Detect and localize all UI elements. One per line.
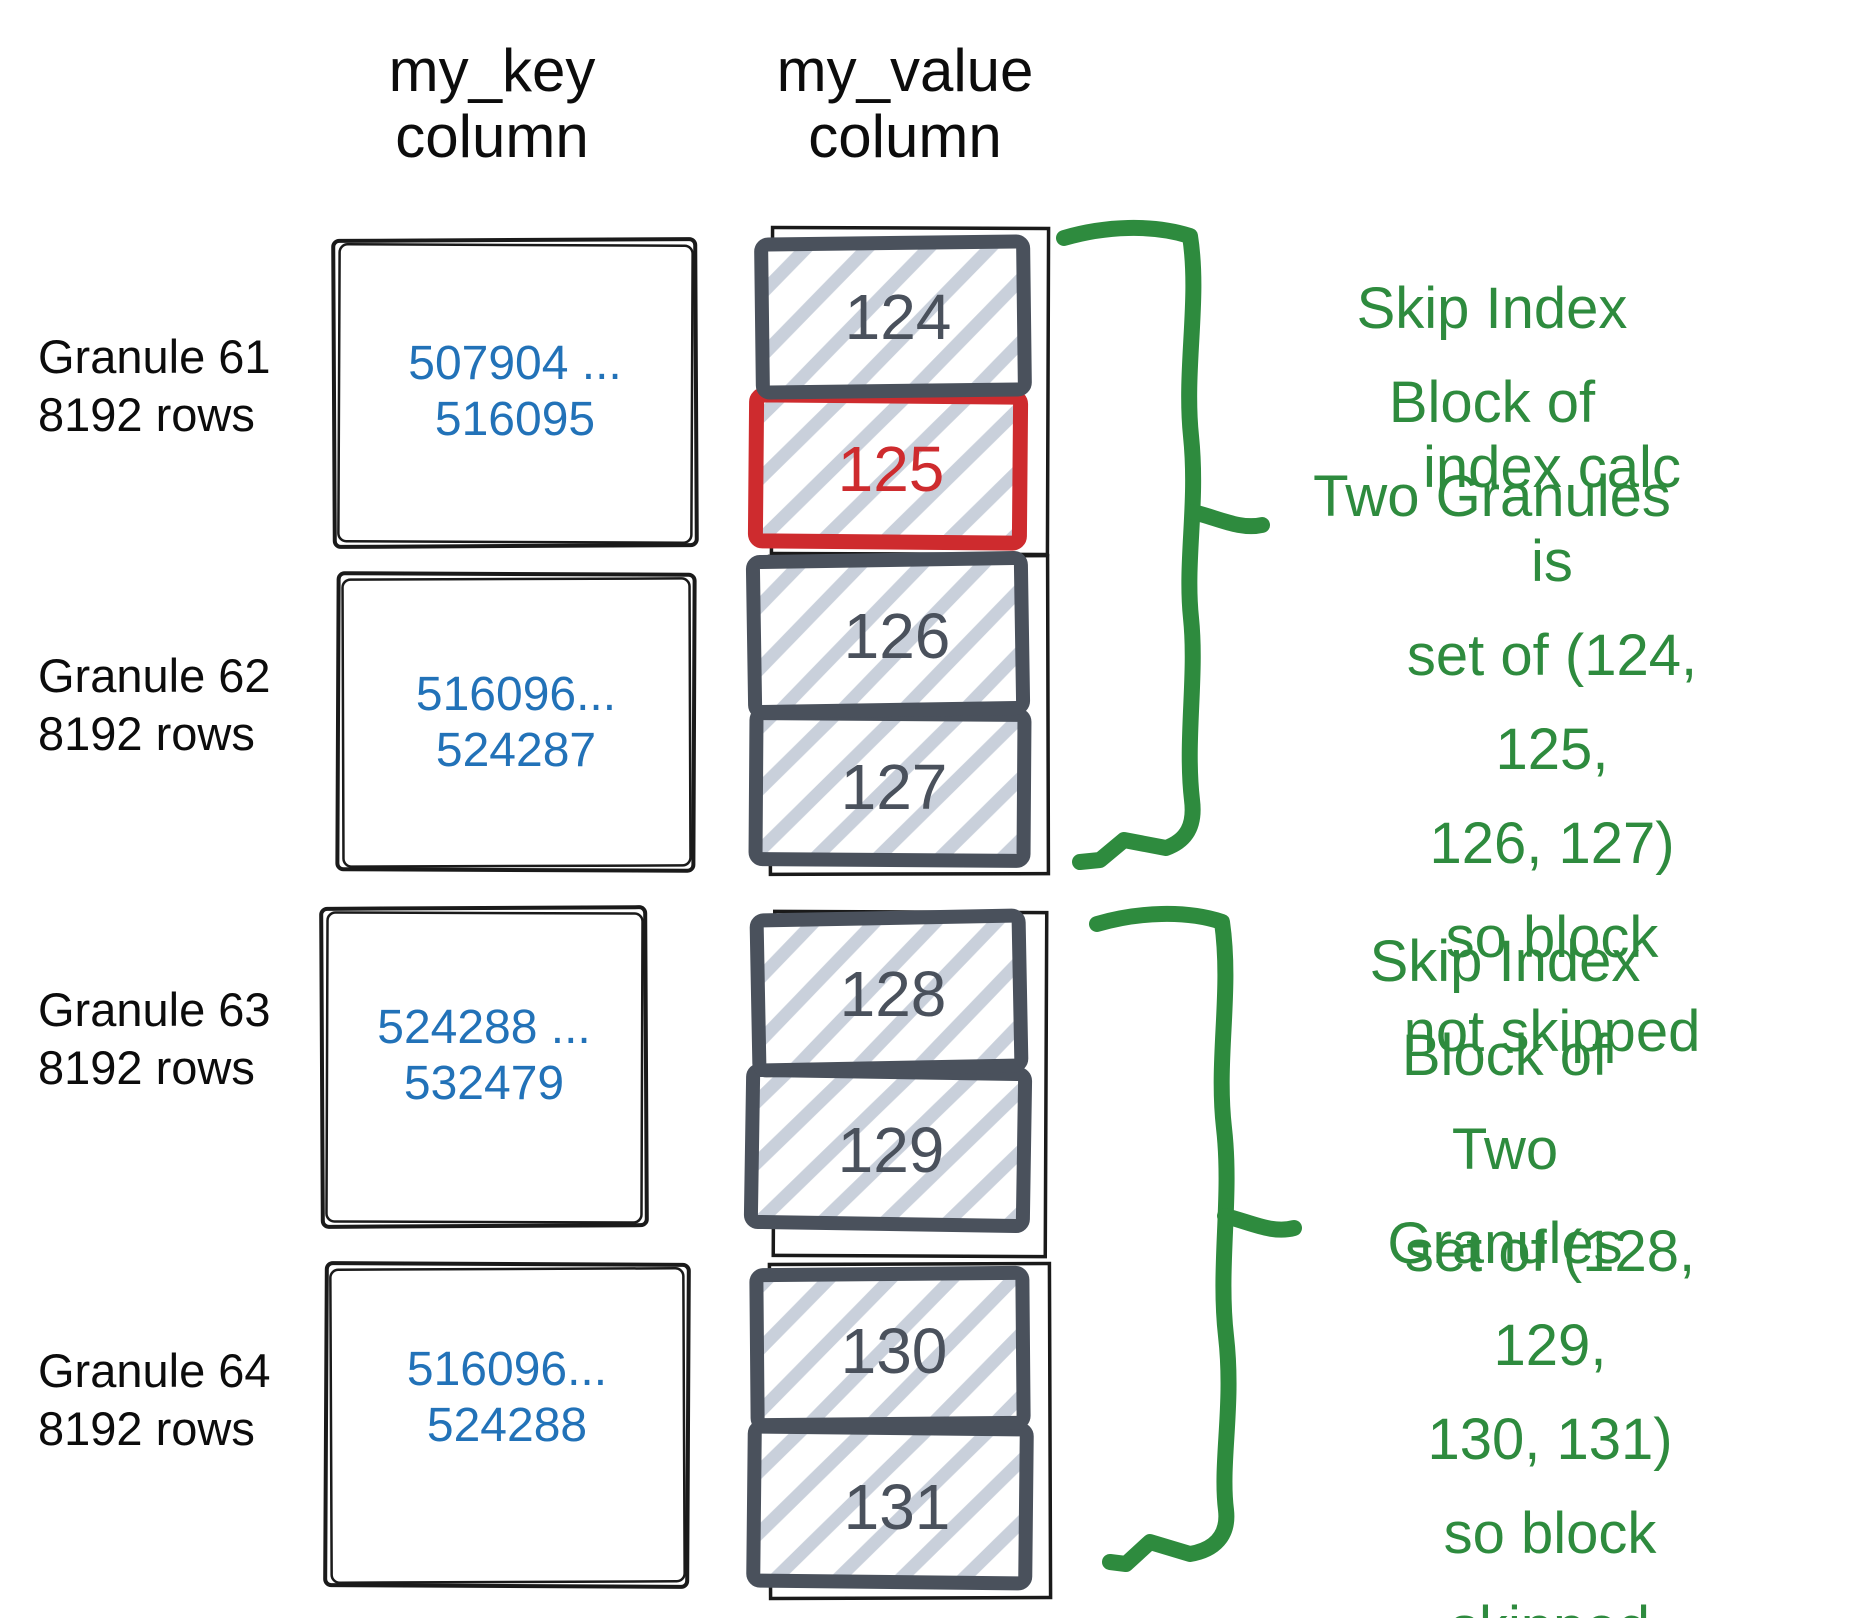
key-box-granule-63-sketch: [325, 911, 644, 1224]
granule-62-key-range: 516096... 524287: [415, 668, 617, 777]
granule-64-key-range: 516096... 524288: [406, 1343, 608, 1452]
key-box-granule-61-sketch: [337, 243, 694, 544]
granule-61-key-range: 507904 ... 516095: [408, 337, 622, 446]
mark-value-126: 126: [843, 600, 951, 672]
mark-value-130: 130: [840, 1315, 948, 1387]
column-header-my-key: my_key column: [388, 37, 596, 170]
brace-block-1-pointer: [1185, 504, 1270, 535]
key-box-granule-62-sketch: [341, 577, 692, 868]
value-blocks: [743, 234, 1034, 1591]
mark-value-128: 128: [839, 958, 947, 1030]
mark-value-129: 129: [837, 1114, 945, 1186]
annotation-skip-block-2: Skip Index Block of Two Granules: [1369, 929, 1641, 1276]
granule-62-label: Granule 62 8192 rows: [38, 649, 271, 760]
key-box-granule-61: [331, 237, 699, 549]
key-box-granule-62: [335, 571, 697, 873]
brace-block-2: [1089, 906, 1237, 1572]
granule-63-key-range: 524288 ... 532479: [377, 1001, 591, 1110]
brace-block-1: [1056, 220, 1202, 870]
key-box-granule-64: [323, 1261, 691, 1589]
key-column-boxes: [319, 237, 699, 1589]
mark-value-124: 124: [844, 281, 952, 353]
annotation-index-calc-block-2: set of (128, 129, 130, 131) so block ski…: [1404, 1219, 1696, 1618]
skip-index-braces: [1056, 220, 1302, 1572]
value-block-128: [749, 908, 1029, 1078]
mark-value-127: 127: [840, 751, 948, 823]
annotation-skip-block-1: Skip Index Block of Two Granules: [1313, 276, 1671, 529]
brace-block-2-pointer: [1217, 1208, 1302, 1238]
granule-64-label: Granule 64 8192 rows: [38, 1344, 271, 1455]
key-box-granule-63: [319, 905, 649, 1229]
value-block-130: [749, 1265, 1031, 1433]
column-header-my-value: my_value column: [776, 37, 1034, 170]
value-block-126: [745, 551, 1031, 719]
mark-value-131: 131: [843, 1471, 951, 1543]
key-box-granule-64-sketch: [329, 1267, 686, 1584]
granule-63-label: Granule 63 8192 rows: [38, 983, 271, 1094]
mark-value-125-highlighted: 125: [837, 433, 945, 505]
annotation-index-calc-block-1: index calc is set of (124, 125, 126, 127…: [1403, 435, 1701, 1064]
value-block-124: [754, 234, 1032, 400]
granule-61-label: Granule 61 8192 rows: [38, 330, 271, 441]
